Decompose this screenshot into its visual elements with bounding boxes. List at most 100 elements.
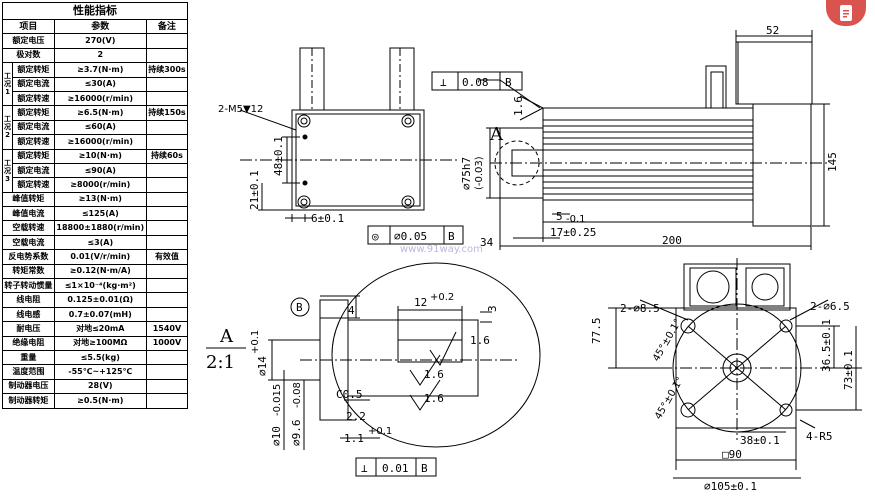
detail-perp-value: 0.01	[382, 462, 409, 475]
spec-item: 绝缘电阻	[2, 335, 55, 351]
detail-dim-2-2: 2.2	[346, 410, 366, 423]
spec-note	[145, 177, 189, 193]
spec-table-header: 项目	[2, 18, 55, 35]
spec-value: 28(V)	[53, 378, 147, 395]
spec-value: ≤3(A)	[53, 234, 147, 251]
flange-dia-105: ⌀105±0.1	[704, 480, 757, 493]
front-view	[239, 47, 460, 222]
flange-dim-90: □90	[722, 448, 742, 461]
spec-value: 0.125±0.01(Ω)	[53, 292, 147, 308]
table-row: 转子转动惯量≤1×10⁻⁴(kg·m²)	[2, 278, 189, 294]
table-row: 额定电流≤60(A)	[3, 119, 189, 136]
flange-hole-8-5: 2-⌀8.5	[620, 302, 660, 315]
spec-table-header: 参数	[53, 18, 147, 35]
spec-value: 0.01(V/r/min)	[53, 249, 147, 265]
detail-dim-12-tol: +0.2	[430, 292, 454, 303]
detail-dia-10-tol: -0.015	[272, 384, 283, 416]
spec-note	[145, 393, 189, 409]
spec-value: ≤30(A)	[53, 76, 147, 92]
spec-item: 额定转速	[12, 134, 55, 150]
spec-item: 耐电压	[2, 321, 55, 337]
side-dim-52: 52	[766, 24, 779, 37]
spec-note	[145, 306, 189, 323]
detail-dia-14: ⌀14	[256, 356, 269, 376]
spec-group-label: 工况2	[2, 105, 13, 150]
detail-dia-9-6: ⌀9.6	[290, 420, 303, 447]
spec-note: 1540V	[145, 321, 189, 337]
side-dim-145: 145	[826, 152, 839, 172]
spec-value: 对地≥100MΩ	[53, 335, 147, 351]
table-row: 峰值电流≤125(A)	[2, 206, 189, 222]
side-circ-value: ⌀0.05	[394, 230, 427, 243]
spec-item: 额定转矩	[12, 105, 55, 121]
spec-item: 极对数	[2, 47, 55, 64]
detail-dim-1-1-tol: +0.1	[368, 426, 392, 437]
spec-value: 2	[53, 47, 147, 64]
flange-dim-77-5: 77.5	[590, 318, 603, 345]
spec-note	[145, 378, 189, 395]
spec-value: 18800±1880(r/min)	[53, 220, 147, 236]
table-row: 峰值转矩≥13(N·m)	[2, 191, 189, 208]
spec-value: ≥10(N·m)	[53, 148, 147, 164]
spec-note	[145, 90, 189, 107]
detail-dim-12: 12	[414, 296, 427, 309]
detail-view	[268, 262, 541, 477]
side-rough-label: 1.6	[512, 96, 525, 116]
spec-value: ≤90(A)	[53, 162, 147, 179]
side-circ-symbol: ◎	[372, 230, 379, 243]
flange-view	[608, 258, 862, 479]
detail-perp-symbol: ⊥	[361, 462, 368, 475]
side-view	[367, 30, 830, 250]
spec-note	[145, 234, 189, 251]
table-row: 额定电流≤30(A)	[3, 76, 189, 92]
spec-note	[145, 33, 189, 49]
spec-note: 持续150s	[145, 105, 189, 121]
spec-item: 额定电流	[12, 162, 55, 179]
spec-item: 线电感	[2, 306, 55, 323]
detail-dia-14-tol: +0.1	[250, 330, 261, 354]
spec-table-header: 备注	[145, 18, 189, 35]
spec-note	[145, 364, 189, 380]
front-dim-21: 21±0.1	[248, 170, 261, 210]
side-dim-17: 17±0.25	[550, 226, 596, 239]
spec-note: 有效值	[145, 249, 189, 265]
spec-value: ≤125(A)	[53, 206, 147, 222]
spec-value: -55℃~+125℃	[53, 364, 147, 380]
spec-value: ≥8000(r/min)	[53, 177, 147, 193]
spec-value: 270(V)	[53, 33, 147, 49]
front-dim-48: 48±0.1	[272, 136, 285, 176]
spec-note: 持续60s	[145, 148, 189, 164]
watermark: www.91way.com	[400, 244, 483, 255]
table-row: 制动器转矩≥0.5(N·m)	[2, 393, 189, 409]
spec-note: 持续300s	[145, 62, 189, 78]
flange-hole-6-5: 2-⌀6.5	[810, 300, 850, 313]
spec-item: 反电势系数	[2, 249, 55, 265]
table-row: 重量≤5.5(kg)	[2, 349, 189, 366]
side-section-a: A	[489, 124, 504, 145]
detail-dim-4: 4	[348, 304, 355, 317]
spec-note	[145, 76, 189, 92]
spec-value: ≥6.5(N·m)	[53, 105, 147, 121]
spec-value: ≥3.7(N·m)	[53, 62, 147, 78]
spec-value: ≥13(N·m)	[53, 191, 147, 208]
table-row: 额定转速≥16000(r/min)	[3, 90, 189, 107]
spec-group-label: 工况3	[2, 148, 13, 193]
notice-icon[interactable]	[826, 0, 866, 26]
side-perp-symbol: ⊥	[440, 76, 447, 89]
side-perp-datum: B	[505, 76, 512, 89]
flange-dim-73: 73±0.1	[842, 350, 855, 390]
spec-note	[145, 119, 189, 136]
spec-note	[145, 47, 189, 64]
table-row: 温度范围-55℃~+125℃	[2, 364, 189, 380]
spec-note	[145, 191, 189, 208]
table-row: 额定转速≥16000(r/min)	[3, 134, 189, 150]
spec-item: 额定电压	[2, 33, 55, 49]
